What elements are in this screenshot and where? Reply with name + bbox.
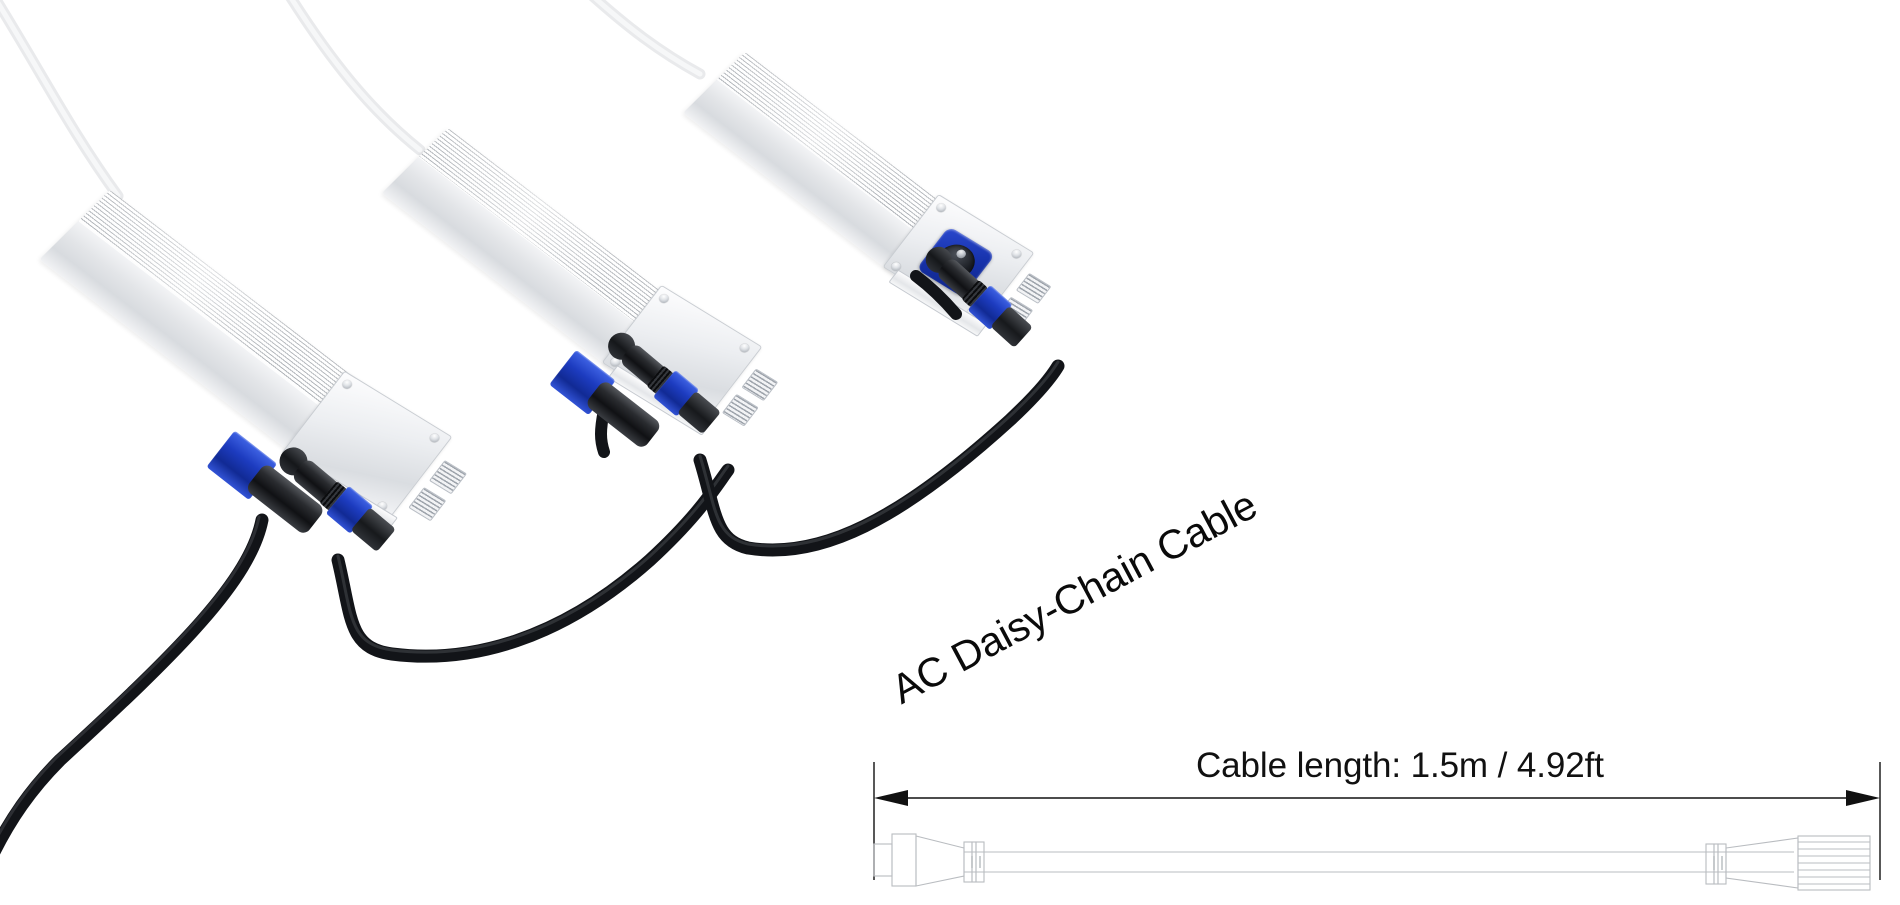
cable-outline [964, 851, 1794, 873]
cable-length-label: Cable length: 1.5m / 4.92ft [1196, 746, 1604, 785]
right-connector-drawing [1705, 835, 1871, 891]
white-lead-3 [588, 0, 706, 80]
left-connector-drawing [873, 833, 985, 887]
white-lead-2 [285, 0, 426, 156]
cable-left-driver-input [0, 513, 269, 855]
arrow-head-right [1846, 790, 1880, 806]
vent-slots [408, 487, 447, 522]
ac-daisy-chain-label: AC Daisy-Chain Cable [884, 481, 1265, 713]
arrow-head-left [874, 790, 908, 806]
cable-dimension-drawing [868, 756, 1888, 900]
white-lead-1 [0, 0, 124, 202]
